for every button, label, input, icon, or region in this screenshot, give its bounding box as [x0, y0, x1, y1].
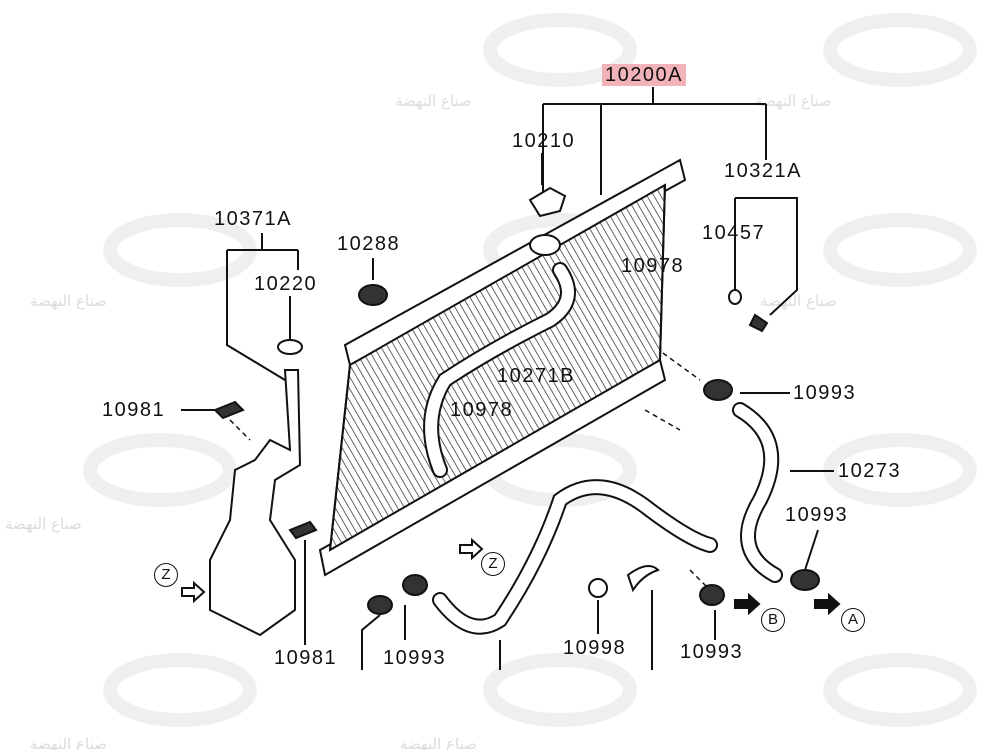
hose-lower — [432, 479, 718, 635]
leader-10993-bl — [361, 614, 381, 670]
part-label-10200A[interactable]: 10200A — [602, 64, 686, 86]
bolt-10981-left — [213, 400, 245, 420]
part-label-10371A[interactable]: 10371A — [214, 208, 292, 230]
filler-neck — [529, 234, 561, 256]
bolt-10981-bottom — [288, 520, 318, 540]
watermark: صناع النهضة — [755, 92, 832, 110]
part-label-10978-mid[interactable]: 10978 — [450, 399, 514, 421]
part-label-10993-right[interactable]: 10993 — [793, 382, 857, 404]
callout-z-left: Z — [154, 563, 178, 587]
watermark-logo — [83, 13, 977, 727]
part-label-10978-top[interactable]: 10978 — [621, 255, 685, 277]
bolt-10321A — [748, 313, 769, 333]
clamp-10993-right — [703, 379, 733, 401]
arrow-z-left — [181, 580, 206, 604]
part-label-10288[interactable]: 10288 — [337, 233, 401, 255]
clamp-10993-bl — [402, 574, 428, 596]
part-label-10457[interactable]: 10457 — [702, 222, 766, 244]
leader-10321A — [734, 197, 798, 316]
bolt-10998 — [588, 578, 608, 598]
watermark: صناع النهضة — [400, 735, 477, 750]
tank-cap-10220 — [277, 339, 303, 355]
part-label-10998[interactable]: 10998 — [563, 637, 627, 659]
watermark: صناع النهضة — [395, 92, 472, 110]
clamp-10993-br — [699, 584, 725, 606]
part-label-10993-bottom-right[interactable]: 10993 — [680, 641, 744, 663]
part-label-10210[interactable]: 10210 — [512, 130, 576, 152]
radiator-cap-10210 — [528, 186, 567, 218]
grommet-10288 — [358, 284, 388, 306]
part-label-10981-bottom[interactable]: 10981 — [274, 647, 338, 669]
leader-10993-clamp — [804, 529, 819, 571]
watermark: صناع النهضة — [30, 735, 107, 750]
part-label-10321A[interactable]: 10321A — [724, 160, 802, 182]
callout-a: A — [841, 608, 865, 632]
arrow-z-mid — [459, 537, 484, 561]
grommet-bottom — [367, 595, 393, 615]
callout-b: B — [761, 608, 785, 632]
arrow-a — [814, 592, 841, 616]
radiator — [318, 158, 687, 577]
hose-bracket — [626, 565, 660, 593]
reservoir-tank-10371A — [209, 369, 302, 637]
watermark: صناع النهضة — [5, 515, 82, 533]
part-label-10220[interactable]: 10220 — [254, 273, 318, 295]
arrow-b — [734, 592, 761, 616]
washer-10457 — [728, 289, 742, 305]
callout-z-mid: Z — [481, 552, 505, 576]
part-label-10993-clamp[interactable]: 10993 — [785, 504, 849, 526]
part-label-10981-left[interactable]: 10981 — [102, 399, 166, 421]
part-label-10273[interactable]: 10273 — [838, 460, 902, 482]
part-label-10993-bottom-left[interactable]: 10993 — [383, 647, 447, 669]
clamp-10993 — [790, 569, 820, 591]
watermark: صناع النهضة — [30, 292, 107, 310]
part-label-10271B[interactable]: 10271B — [497, 365, 575, 387]
leader-10371A — [226, 233, 299, 381]
